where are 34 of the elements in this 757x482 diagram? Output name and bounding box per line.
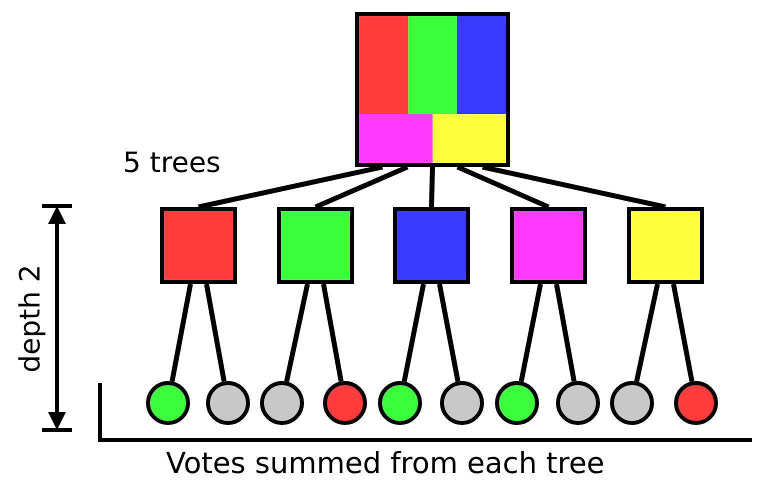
connector-line bbox=[314, 164, 408, 210]
tree-box bbox=[160, 207, 237, 284]
tree-box bbox=[627, 207, 704, 284]
ensemble-box bbox=[355, 12, 510, 167]
tree-count-label: 5 trees bbox=[123, 146, 221, 179]
connector-line bbox=[204, 284, 227, 382]
vote-circle bbox=[206, 381, 250, 425]
connector-line bbox=[437, 284, 460, 382]
connector-line bbox=[671, 284, 694, 382]
tree-box bbox=[510, 207, 587, 284]
vote-circle bbox=[260, 381, 304, 425]
connector-line bbox=[170, 284, 193, 382]
vote-circle bbox=[146, 381, 190, 425]
connector-line bbox=[198, 164, 384, 210]
vote-circle bbox=[556, 381, 600, 425]
connector-line bbox=[634, 283, 660, 382]
vote-circle bbox=[378, 381, 422, 425]
tree-box bbox=[277, 207, 354, 284]
connector-line bbox=[321, 284, 344, 382]
vote-circle bbox=[495, 381, 539, 425]
connector-line bbox=[429, 166, 435, 208]
connector-line bbox=[456, 164, 550, 210]
connector-line bbox=[402, 284, 426, 382]
connector-line bbox=[554, 284, 577, 382]
vote-circle bbox=[610, 381, 654, 425]
connector-line bbox=[284, 283, 310, 382]
connector-line bbox=[518, 284, 543, 382]
tree-box bbox=[393, 207, 470, 284]
vote-circle bbox=[440, 381, 484, 425]
vote-circle bbox=[323, 381, 367, 425]
connector-line bbox=[482, 164, 666, 210]
dimension-label: depth 2 bbox=[14, 264, 47, 372]
vote-circle bbox=[674, 381, 718, 425]
axis-label: Votes summed from each tree bbox=[166, 446, 605, 480]
